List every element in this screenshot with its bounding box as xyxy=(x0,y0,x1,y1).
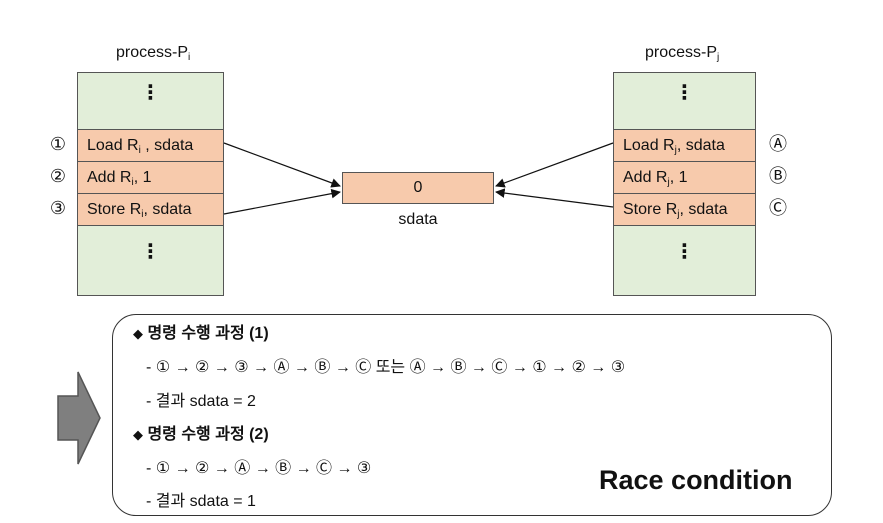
shared-sdata-box: 0 xyxy=(342,172,494,204)
process-j-top-area: ⋮ xyxy=(614,73,755,129)
process-i-row-load-sub: i xyxy=(138,145,141,156)
process-j-row-store-sub: j xyxy=(677,209,680,220)
process-i-block: ⋮ Load Ri , sdata Add Ri, 1 Store Ri, sd… xyxy=(77,72,224,296)
marker-c: Ⓒ xyxy=(769,198,787,218)
process-j-row-store: Store Rj, sdata xyxy=(614,193,755,225)
process-j-title-main: process-P xyxy=(645,44,718,61)
arrow-load-j xyxy=(495,142,614,188)
arrow-store-i xyxy=(223,188,341,215)
order-heading-2: ◆ 명령 수행 과정 (2) xyxy=(133,420,269,444)
marker-a: Ⓐ xyxy=(769,134,787,154)
process-i-row-add-operand: , 1 xyxy=(133,169,152,186)
marker-b: Ⓑ xyxy=(769,166,787,186)
order-result-2: - 결과 sdata = 1 xyxy=(146,493,256,510)
process-j-bottom-area: ⋮ xyxy=(614,225,755,295)
order-sequence-1: - ① → ② → ③ → Ⓐ → Ⓑ → Ⓒ 또는 Ⓐ → Ⓑ → Ⓒ → ①… xyxy=(146,359,626,376)
process-j-row-add-text: Add R xyxy=(623,169,668,186)
marker-3: ③ xyxy=(49,198,67,218)
process-j-row-load: Load Rj, sdata xyxy=(614,129,755,161)
process-i-row-store-sub: i xyxy=(141,209,144,220)
order-heading-2-text: 명령 수행 과정 (2) xyxy=(147,426,269,443)
process-i-bottom-area: ⋮ xyxy=(78,225,223,295)
process-i-row-add-sub: i xyxy=(131,177,134,188)
process-i-row-load: Load Ri , sdata xyxy=(78,129,223,161)
order-heading-1-text: 명령 수행 과정 (1) xyxy=(147,325,269,342)
process-i-top-area: ⋮ xyxy=(78,73,223,129)
arrow-load-i xyxy=(223,142,341,188)
process-i-row-load-operand: , sdata xyxy=(140,137,194,154)
process-i-title: process-Pi xyxy=(116,44,190,63)
process-i-title-sub: i xyxy=(188,52,191,63)
shared-sdata-value: 0 xyxy=(413,179,423,196)
execution-order-panel: ◆ 명령 수행 과정 (1) - ① → ② → ③ → Ⓐ → Ⓑ → Ⓒ 또… xyxy=(112,314,832,516)
process-j-title: process-Pj xyxy=(645,44,719,63)
process-i-row-store: Store Ri, sdata xyxy=(78,193,223,225)
order-heading-1: ◆ 명령 수행 과정 (1) xyxy=(133,319,269,343)
order-sequence-2: - ① → ② → Ⓐ → Ⓑ → Ⓒ → ③ xyxy=(146,460,372,477)
process-j-row-load-operand: , sdata xyxy=(676,137,725,154)
marker-2: ② xyxy=(49,166,67,186)
process-j-row-load-sub: j xyxy=(674,145,677,156)
right-block-arrow-icon xyxy=(57,371,101,465)
process-i-row-add-text: Add R xyxy=(87,169,132,186)
order-result-1: - 결과 sdata = 2 xyxy=(146,393,256,410)
arrow-store-j xyxy=(495,188,614,208)
process-i-row-load-text: Load R xyxy=(87,137,139,154)
process-j-title-sub: j xyxy=(717,52,720,63)
process-j-row-load-text: Load R xyxy=(623,137,675,154)
process-j-row-store-text: Store R xyxy=(623,201,678,218)
process-j-row-add: Add Rj, 1 xyxy=(614,161,755,193)
process-j-block: ⋮ Load Rj, sdata Add Rj, 1 Store Rj, sda… xyxy=(613,72,756,296)
process-j-row-add-sub: j xyxy=(667,177,670,188)
process-i-row-store-text: Store R xyxy=(87,201,142,218)
race-condition-label: Race condition xyxy=(599,465,793,495)
bullet-1: ◆ xyxy=(133,326,143,341)
process-j-row-add-operand: , 1 xyxy=(669,169,688,186)
marker-1: ① xyxy=(49,134,67,154)
process-i-row-add: Add Ri, 1 xyxy=(78,161,223,193)
process-j-row-store-operand: , sdata xyxy=(679,201,728,218)
shared-sdata-label: sdata xyxy=(398,211,438,228)
bullet-2: ◆ xyxy=(133,427,143,442)
process-i-row-store-operand: , sdata xyxy=(143,201,192,218)
process-i-title-main: process-P xyxy=(116,44,189,61)
